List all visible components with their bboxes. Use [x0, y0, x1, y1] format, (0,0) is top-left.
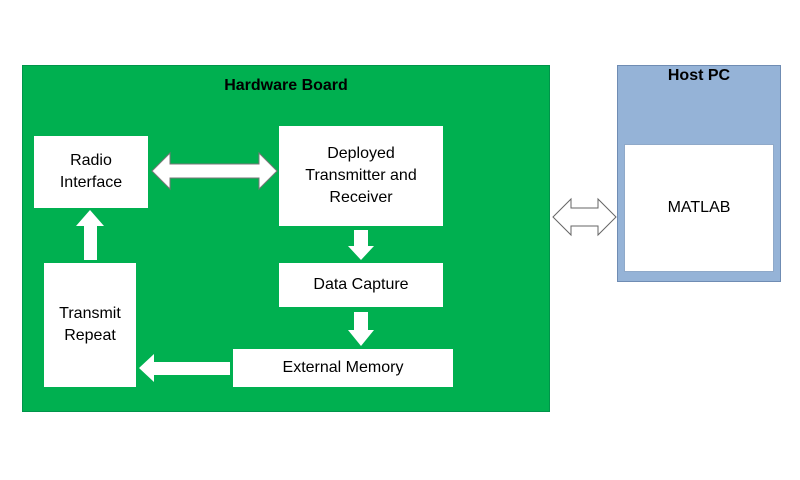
hardware-board-title: Hardware Board: [224, 77, 348, 94]
memory-to-repeat-arrow: [139, 354, 230, 382]
radio-deployed-double-arrow: [151, 151, 278, 191]
radio-interface-block: Radio Interface: [34, 136, 148, 208]
deployed-to-capture-arrow: [348, 230, 374, 260]
deployed-transmitter-receiver-block: Deployed Transmitter and Receiver: [279, 126, 443, 226]
board-host-double-arrow: [552, 197, 617, 237]
transmit-repeat-block: Transmit Repeat: [44, 263, 136, 387]
repeat-to-radio-arrow: [76, 210, 104, 260]
matlab-block: MATLAB: [624, 144, 774, 272]
data-capture-block: Data Capture: [279, 263, 443, 307]
capture-to-memory-arrow: [348, 312, 374, 346]
host-pc-title: Host PC: [667, 67, 731, 84]
external-memory-block: External Memory: [233, 349, 453, 387]
